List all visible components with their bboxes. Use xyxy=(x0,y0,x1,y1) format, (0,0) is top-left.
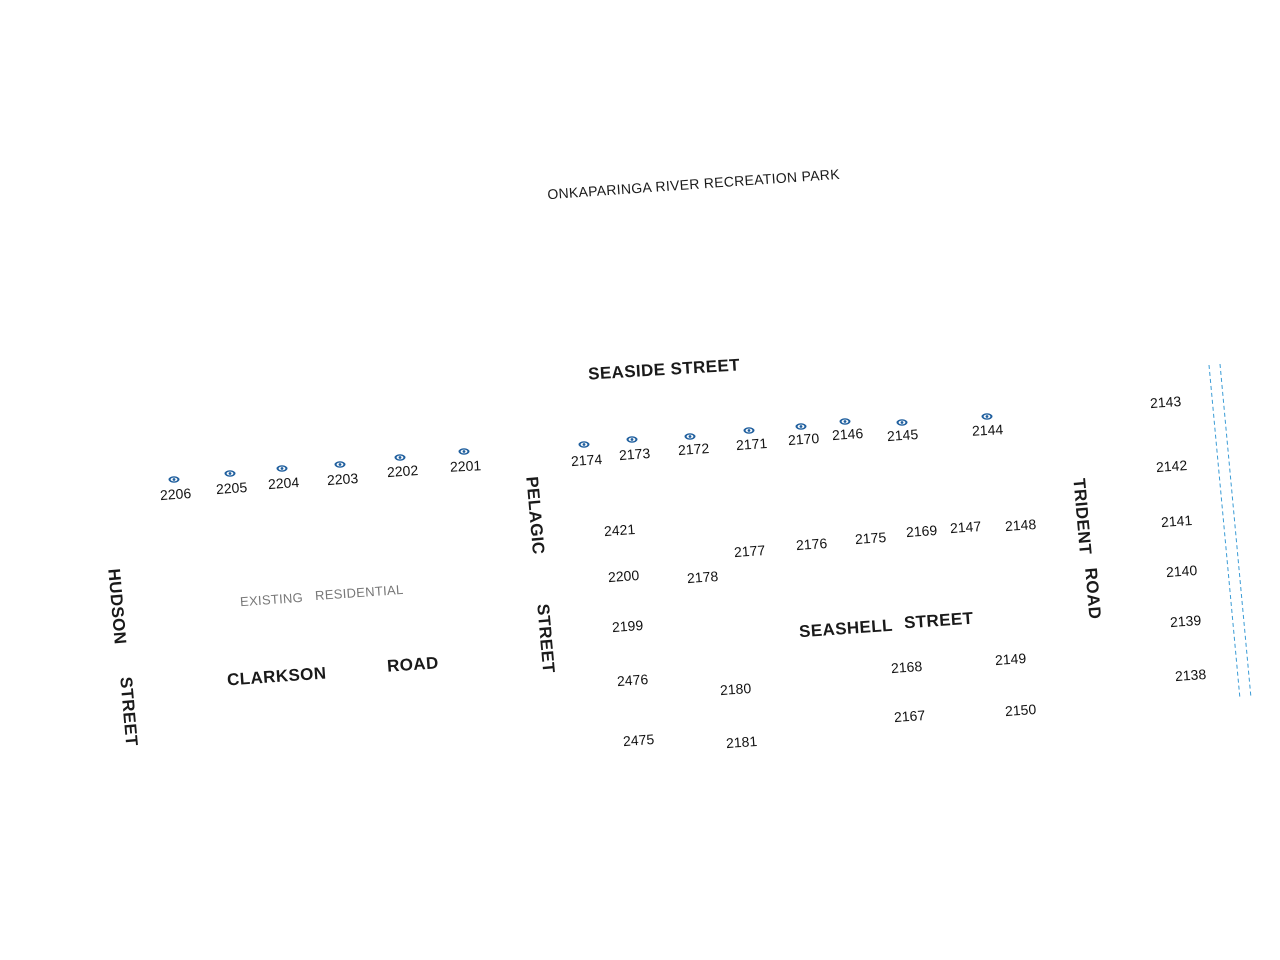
lot-number-2177[interactable]: 2177 xyxy=(732,541,766,561)
lot-number-2167[interactable]: 2167 xyxy=(892,706,926,726)
street-label-trident-road: ROAD xyxy=(1081,566,1105,620)
lot-number-2150[interactable]: 2150 xyxy=(1003,700,1037,720)
lot-number-2140[interactable]: 2140 xyxy=(1164,561,1198,581)
eye-icon[interactable] xyxy=(839,417,851,425)
lot-number-2148[interactable]: 2148 xyxy=(1003,515,1037,535)
lot-number-2143[interactable]: 2143 xyxy=(1148,392,1182,412)
lot-number-2475[interactable]: 2475 xyxy=(621,730,655,750)
street-label-seashell-street: STREET xyxy=(902,608,974,632)
street-label-clarkson-road: ROAD xyxy=(386,652,440,676)
lot-number-2173[interactable]: 2173 xyxy=(617,444,651,464)
lot-number-2201[interactable]: 2201 xyxy=(449,457,482,475)
lot-number-2181[interactable]: 2181 xyxy=(724,732,758,752)
lot-number-2476[interactable]: 2476 xyxy=(615,670,649,690)
eye-icon[interactable] xyxy=(334,460,346,468)
lot-number-2141[interactable]: 2141 xyxy=(1159,511,1193,531)
lot-number-2169[interactable]: 2169 xyxy=(904,521,938,541)
lot-number-2171[interactable]: 2171 xyxy=(734,434,768,454)
lot-number-2170[interactable]: 2170 xyxy=(786,429,820,449)
lot-number-2203[interactable]: 2203 xyxy=(325,469,359,489)
lot-number-2139[interactable]: 2139 xyxy=(1168,611,1202,631)
eye-icon[interactable] xyxy=(168,475,180,483)
lot-number-2178[interactable]: 2178 xyxy=(685,567,719,587)
lot-number-2172[interactable]: 2172 xyxy=(676,439,710,459)
eye-icon[interactable] xyxy=(224,469,236,477)
lot-number-2146[interactable]: 2146 xyxy=(830,424,864,444)
lot-number-2421[interactable]: 2421 xyxy=(602,520,636,540)
lot-number-2200[interactable]: 2200 xyxy=(606,566,640,586)
lot-number-2175[interactable]: 2175 xyxy=(853,528,887,548)
eye-icon[interactable] xyxy=(578,440,590,448)
lot-number-2202[interactable]: 2202 xyxy=(385,461,419,481)
eye-icon[interactable] xyxy=(896,418,908,426)
lot-number-2168[interactable]: 2168 xyxy=(889,657,923,677)
lot-number-2180[interactable]: 2180 xyxy=(718,679,752,699)
lot-number-2149[interactable]: 2149 xyxy=(993,649,1027,669)
eye-icon[interactable] xyxy=(684,432,696,440)
eye-icon[interactable] xyxy=(981,412,993,420)
eye-icon[interactable] xyxy=(458,447,470,455)
lot-number-2204[interactable]: 2204 xyxy=(266,473,300,493)
lot-number-2174[interactable]: 2174 xyxy=(569,450,603,470)
eye-icon[interactable] xyxy=(626,435,638,443)
eye-icon[interactable] xyxy=(276,464,288,472)
lot-number-2147[interactable]: 2147 xyxy=(948,517,982,537)
lot-number-2176[interactable]: 2176 xyxy=(794,534,828,554)
lot-number-2145[interactable]: 2145 xyxy=(885,425,919,445)
lot-number-2144[interactable]: 2144 xyxy=(971,421,1004,439)
lot-number-2199[interactable]: 2199 xyxy=(610,616,644,636)
eye-icon[interactable] xyxy=(743,426,755,434)
lot-number-2206[interactable]: 2206 xyxy=(158,484,192,504)
boundary-line-inner xyxy=(1219,363,1252,699)
lot-number-2142[interactable]: 2142 xyxy=(1154,456,1188,476)
lot-number-2138[interactable]: 2138 xyxy=(1173,665,1207,685)
eye-icon[interactable] xyxy=(394,453,406,461)
zone-label-existing: EXISTING xyxy=(239,589,304,609)
lot-number-2205[interactable]: 2205 xyxy=(214,478,248,498)
eye-icon[interactable] xyxy=(795,422,807,430)
